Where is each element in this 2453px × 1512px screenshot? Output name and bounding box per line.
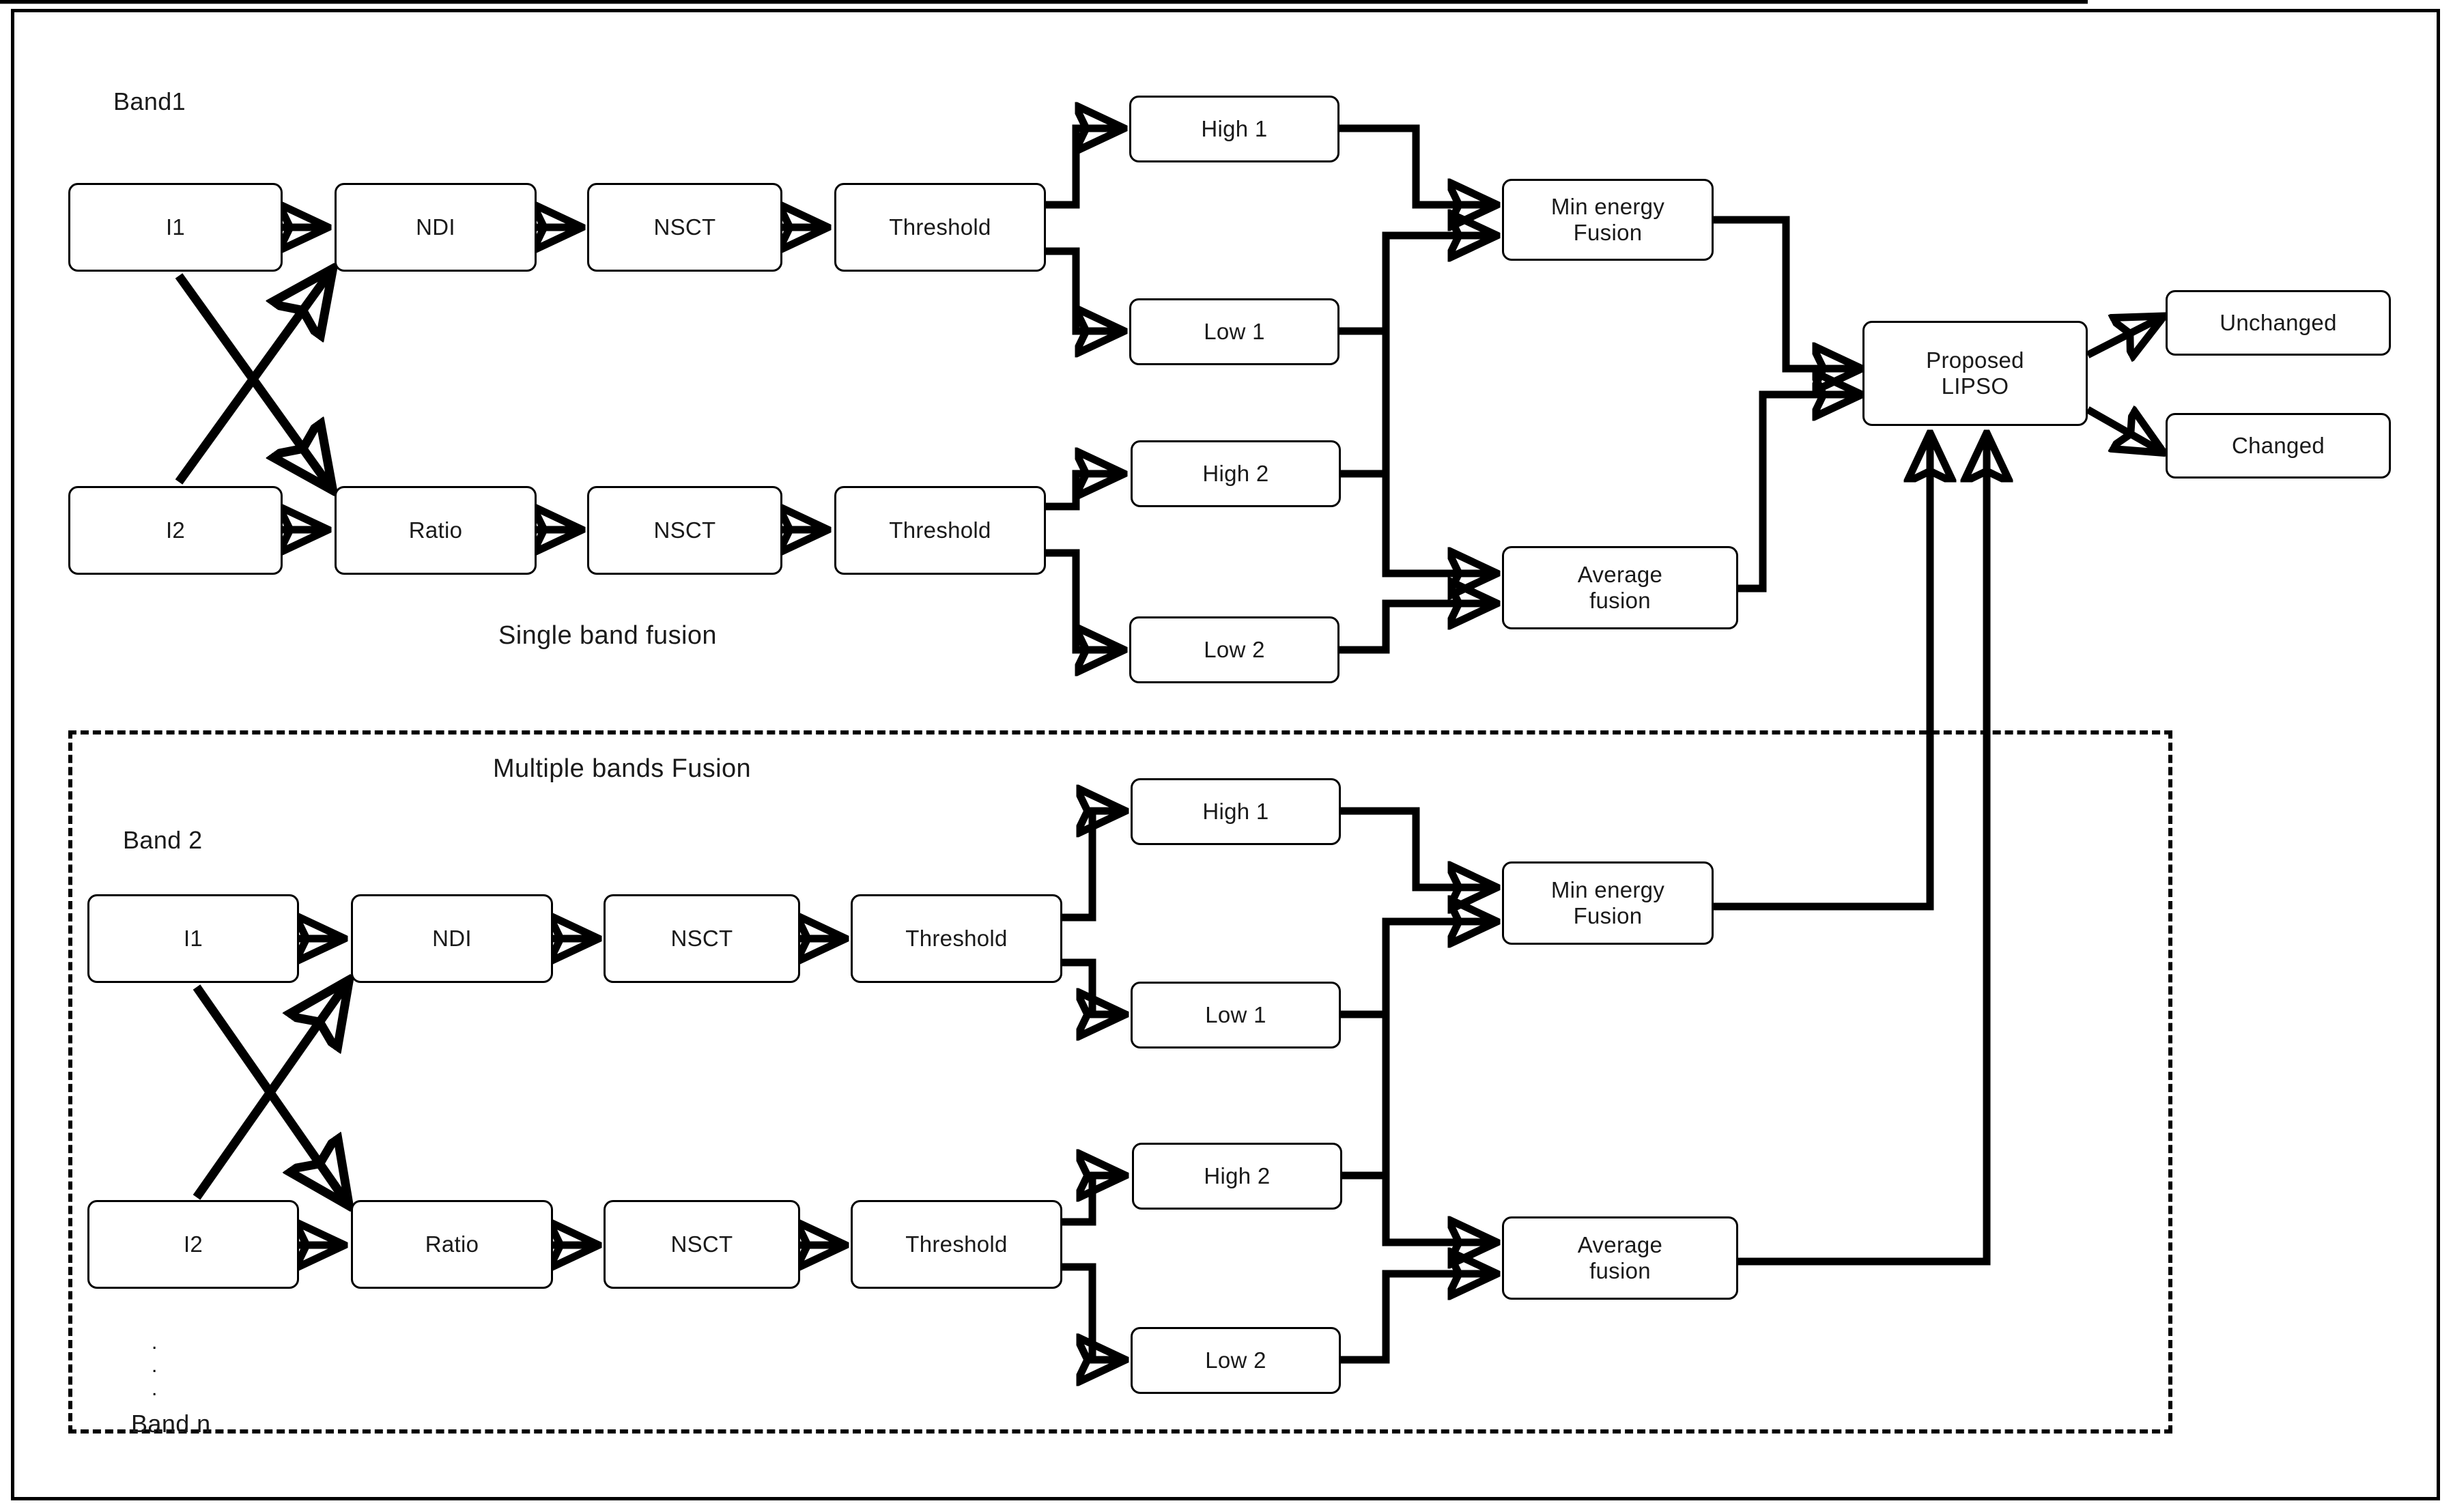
node-top-high-2[interactable]: High 2 — [1131, 440, 1341, 507]
node-top-nsct-1[interactable]: NSCT — [587, 183, 782, 272]
node-bottom-threshold-2[interactable]: Threshold — [851, 1200, 1062, 1289]
node-top-high-1[interactable]: High 1 — [1129, 96, 1339, 162]
node-changed[interactable]: Changed — [2166, 413, 2391, 479]
node-top-ratio[interactable]: Ratio — [335, 486, 537, 575]
node-bottom-i2[interactable]: I2 — [87, 1200, 299, 1289]
node-bottom-nsct-2[interactable]: NSCT — [604, 1200, 800, 1289]
node-top-i1[interactable]: I1 — [68, 183, 283, 272]
multiple-bands-fusion-label: Multiple bands Fusion — [493, 754, 752, 783]
node-proposed-lipso[interactable]: Proposed LIPSO — [1862, 321, 2088, 426]
node-bottom-ratio[interactable]: Ratio — [351, 1200, 553, 1289]
node-top-i2[interactable]: I2 — [68, 486, 283, 575]
node-bottom-min-energy-fusion[interactable]: Min energy Fusion — [1502, 861, 1714, 945]
multiple-bands-region — [68, 730, 2172, 1433]
node-bottom-average-fusion[interactable]: Average fusion — [1502, 1216, 1738, 1300]
node-top-threshold-1[interactable]: Threshold — [834, 183, 1046, 272]
node-bottom-i1[interactable]: I1 — [87, 894, 299, 983]
node-top-low-1[interactable]: Low 1 — [1129, 298, 1339, 365]
node-unchanged[interactable]: Unchanged — [2166, 290, 2391, 356]
band1-label: Band1 — [113, 87, 186, 115]
bandn-label: Band n — [131, 1410, 211, 1438]
node-bottom-ndi[interactable]: NDI — [351, 894, 553, 983]
node-bottom-threshold-1[interactable]: Threshold — [851, 894, 1062, 983]
node-bottom-low-2[interactable]: Low 2 — [1131, 1327, 1341, 1394]
node-bottom-high-2[interactable]: High 2 — [1132, 1143, 1342, 1210]
node-bottom-high-1[interactable]: High 1 — [1131, 778, 1341, 845]
single-band-fusion-label: Single band fusion — [498, 621, 717, 650]
node-bottom-low-1[interactable]: Low 1 — [1131, 982, 1341, 1049]
node-top-ndi[interactable]: NDI — [335, 183, 537, 272]
node-top-nsct-2[interactable]: NSCT — [587, 486, 782, 575]
node-top-low-2[interactable]: Low 2 — [1129, 616, 1339, 683]
node-top-average-fusion[interactable]: Average fusion — [1502, 546, 1738, 629]
node-top-threshold-2[interactable]: Threshold — [834, 486, 1046, 575]
node-top-min-energy-fusion[interactable]: Min energy Fusion — [1502, 179, 1714, 261]
node-bottom-nsct-1[interactable]: NSCT — [604, 894, 800, 983]
band2-label: Band 2 — [123, 826, 203, 854]
band-ellipsis: ... — [152, 1331, 158, 1400]
